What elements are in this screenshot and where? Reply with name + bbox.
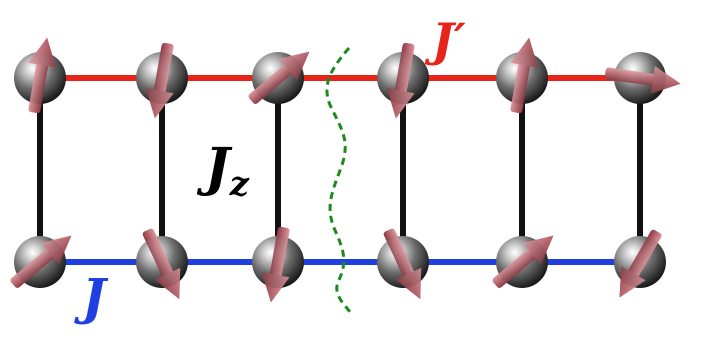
site-top-1 <box>14 37 66 114</box>
site-bottom-1 <box>10 235 72 288</box>
site-top-6 <box>604 52 681 104</box>
spin-sites <box>10 37 681 303</box>
site-top-2-spin-arrow-front <box>145 42 174 119</box>
site-top-6-spin-arrow-front <box>604 65 681 94</box>
site-bottom-5-spin-arrow-front <box>492 235 554 288</box>
label-j-z: Jz <box>196 137 250 204</box>
label-j-z-main: J <box>196 137 233 198</box>
site-bottom-4 <box>377 228 429 300</box>
cut-line <box>325 47 352 313</box>
site-bottom-1-spin-arrow-front <box>10 235 72 288</box>
label-j-z-subscript: z <box>229 164 250 204</box>
site-bottom-3-spin-arrow-front <box>261 226 290 303</box>
site-bottom-4-spin-arrow-front <box>383 228 422 300</box>
site-top-4-spin-arrow-front <box>386 42 415 119</box>
site-bottom-6-spin-arrow-front <box>619 229 662 298</box>
site-top-4 <box>377 42 429 119</box>
label-j-prime: J′ <box>424 13 466 67</box>
site-bottom-2-spin-arrow-front <box>142 228 181 300</box>
site-top-5 <box>496 37 548 114</box>
site-top-2 <box>136 42 188 119</box>
site-bottom-2 <box>136 228 188 300</box>
site-bottom-6 <box>614 229 666 298</box>
site-top-1-spin-arrow-front <box>28 37 57 114</box>
site-bottom-3 <box>252 226 304 303</box>
site-top-3-spin-arrow-front <box>248 51 310 104</box>
site-top-5-spin-arrow-front <box>510 37 539 114</box>
site-top-3 <box>248 51 310 104</box>
site-bottom-5 <box>492 235 554 288</box>
label-j: J <box>74 267 109 326</box>
